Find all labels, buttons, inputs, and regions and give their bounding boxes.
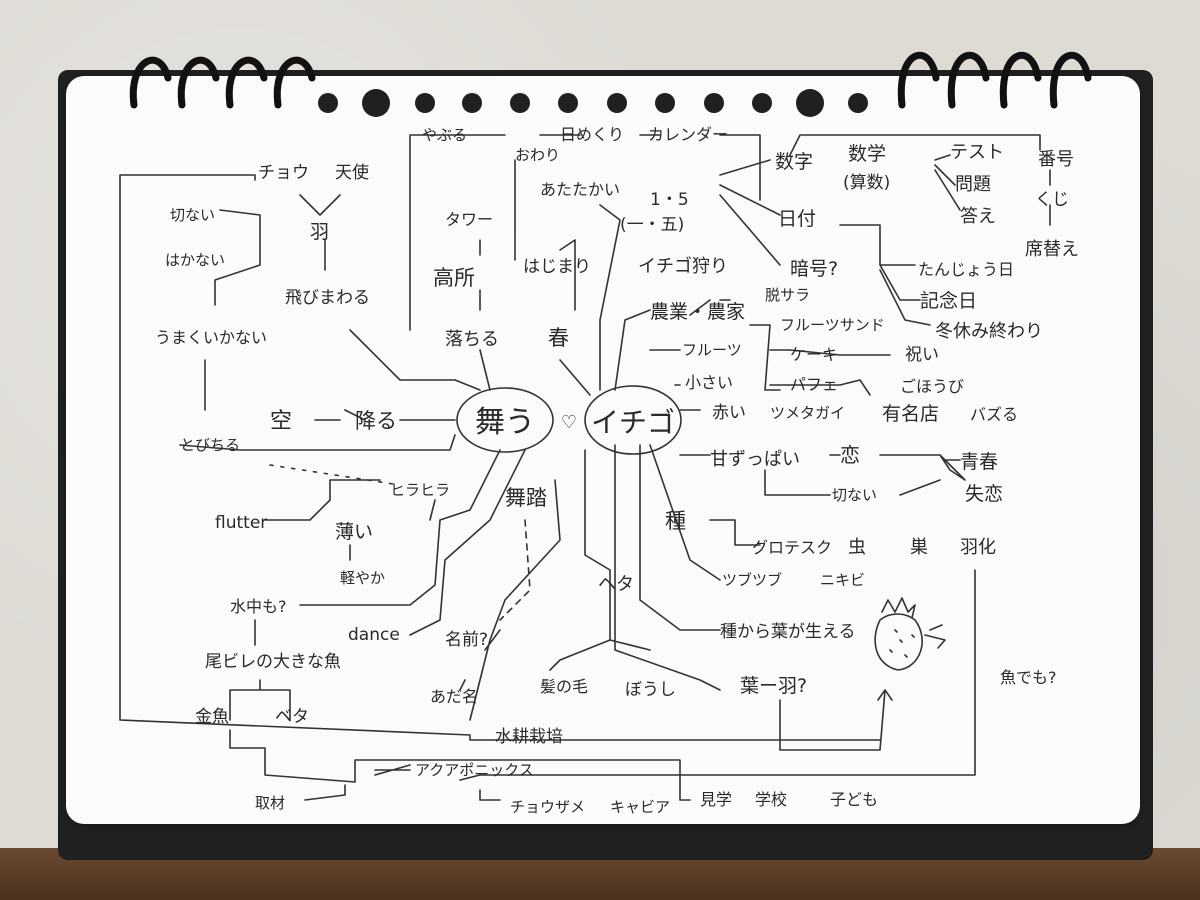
word-dance: dance <box>348 625 400 645</box>
center-word-mau: 舞う <box>475 405 535 440</box>
word-gohoubi: ごほうび <box>900 377 964 396</box>
binding-rings <box>129 51 1092 109</box>
word-kodomo: 子ども <box>830 790 878 809</box>
word-sugaku: 数学 <box>848 143 886 165</box>
word-tsubutsubu: ツブツブ <box>722 571 782 589</box>
word-hirahira: ヒラヒラ <box>390 481 450 499</box>
word-kingyo: 金魚 <box>195 707 229 727</box>
word-yaburu: やぶる <box>422 126 467 144</box>
word-amazuppai: 甘ずっぱい <box>710 449 800 470</box>
word-hakanai: はかない <box>165 251 225 269</box>
word-himekuri: 日めくり <box>560 125 624 144</box>
word-kaminoke: 髪の毛 <box>540 677 588 696</box>
word-umakuikanai: うまくいかない <box>155 328 267 347</box>
word-mushi: 虫 <box>848 537 866 558</box>
word-ichigogari: イチゴ狩り <box>638 256 728 277</box>
word-su: 巣 <box>910 537 928 558</box>
word-obire: 尾ビレの大きな魚 <box>205 652 341 672</box>
word-hane: 羽 <box>310 221 329 243</box>
word-hane-q: 葉ー羽? <box>740 675 807 697</box>
word-caviar: キャビア <box>610 798 670 816</box>
word-butou: 舞踏 <box>505 486 547 510</box>
word-nikibi: ニキビ <box>820 571 865 589</box>
binding-holes <box>318 89 868 117</box>
word-shuzai: 取材 <box>255 794 285 812</box>
word-tower: タワー <box>445 210 493 229</box>
word-sansu: (算数) <box>843 173 890 193</box>
word-koi: 恋 <box>840 443 860 467</box>
word-shitsuren: 失恋 <box>965 483 1003 505</box>
word-ochiru: 落ちる <box>445 329 499 350</box>
word-tenshi: 天使 <box>335 162 369 183</box>
word-chou: チョウ <box>258 163 309 183</box>
center-connector: ♡ <box>561 412 577 433</box>
word-cake: ケーキ <box>790 345 838 364</box>
word-usui: 薄い <box>335 521 373 543</box>
word-seishun: 青春 <box>960 451 998 473</box>
word-kotae: 答え <box>960 206 996 227</box>
word-tane: 種 <box>665 509 686 533</box>
word-boushi: ぼうし <box>625 680 676 700</box>
word-iwai: 祝い <box>905 345 939 365</box>
word-namae: 名前? <box>445 630 488 650</box>
word-flutter: flutter <box>215 513 267 533</box>
word-test: テスト <box>950 142 1004 163</box>
word-atatakai: あたたかい <box>540 180 620 199</box>
strawberry-icon <box>874 597 946 671</box>
word-suuji: 数字 <box>775 151 813 173</box>
word-gakkou: 学校 <box>755 790 787 809</box>
word-ichigo-num: 1・5 <box>650 190 689 210</box>
word-ichigo-kanji: (一・五) <box>620 215 684 235</box>
word-kousho: 高所 <box>433 266 475 290</box>
connector-lines <box>119 134 1051 801</box>
scribble-mark <box>374 764 411 776</box>
word-chougazame: チョウザメ <box>510 798 585 816</box>
word-mondai: 問題 <box>955 174 991 195</box>
center-word-ichigo: イチゴ <box>591 406 675 439</box>
word-sekigae: 席替え <box>1025 239 1079 260</box>
word-yuumeiten: 有名店 <box>882 403 939 425</box>
word-uka: 羽化 <box>960 537 996 558</box>
word-tobichiru: とびちる <box>180 436 240 454</box>
word-haru: 春 <box>548 326 569 350</box>
word-kinenbi: 記念日 <box>920 289 977 312</box>
word-karoyaka: 軽やか <box>340 569 385 587</box>
word-datsusara: 脱サラ <box>765 286 810 304</box>
word-akai: 赤い <box>712 403 746 423</box>
word-bangou: 番号 <box>1038 149 1074 170</box>
word-tsumetagai: ツメタガイ <box>770 404 845 422</box>
word-kuji: くじ <box>1035 190 1069 210</box>
mindmap-words: 舞う イチゴ ♡ やぶる 日めくり カレンダー 数字 数学 (算数) テスト 問… <box>155 125 1079 816</box>
word-calendar: カレンダー <box>648 125 728 144</box>
word-kengaku: 見学 <box>700 790 732 809</box>
word-owari: おわり <box>515 146 560 164</box>
word-nougyou: 農業・農家 <box>650 301 745 323</box>
word-anngou: 暗号? <box>790 258 838 280</box>
word-fruits: フルーツ <box>682 341 742 359</box>
word-tanjoubi: たんじょう日 <box>918 260 1014 279</box>
word-setsunai: 切ない <box>170 206 215 224</box>
word-heta: ヘタ <box>598 574 634 595</box>
word-aquaponics: アクアポニックス <box>415 761 534 779</box>
word-fruit-sand: フルーツサンド <box>780 316 885 334</box>
word-sora: 空 <box>270 409 292 434</box>
word-buzzru: バズる <box>970 405 1018 424</box>
word-hiduke: 日付 <box>778 208 816 230</box>
word-adana: あだ名 <box>430 687 478 706</box>
word-furu: 降る <box>355 409 397 433</box>
word-tobimawaru: 飛びまわる <box>285 288 370 308</box>
word-parfait: パフェ <box>790 375 838 394</box>
word-grotesque: グロテスク <box>752 538 832 557</box>
word-sakana-demo: 魚でも? <box>1000 668 1057 687</box>
word-tanekara: 種から葉が生える <box>720 622 856 642</box>
word-suichu: 水中も? <box>230 597 287 616</box>
word-setsunai2: 切ない <box>832 486 877 504</box>
word-beta: ベタ <box>275 707 309 727</box>
word-fuyuyasumi: 冬休み終わり <box>935 321 1043 342</box>
word-suikou: 水耕栽培 <box>495 727 563 747</box>
word-hajimari: はじまり <box>523 257 591 277</box>
word-chiisai: 小さい <box>685 373 733 392</box>
